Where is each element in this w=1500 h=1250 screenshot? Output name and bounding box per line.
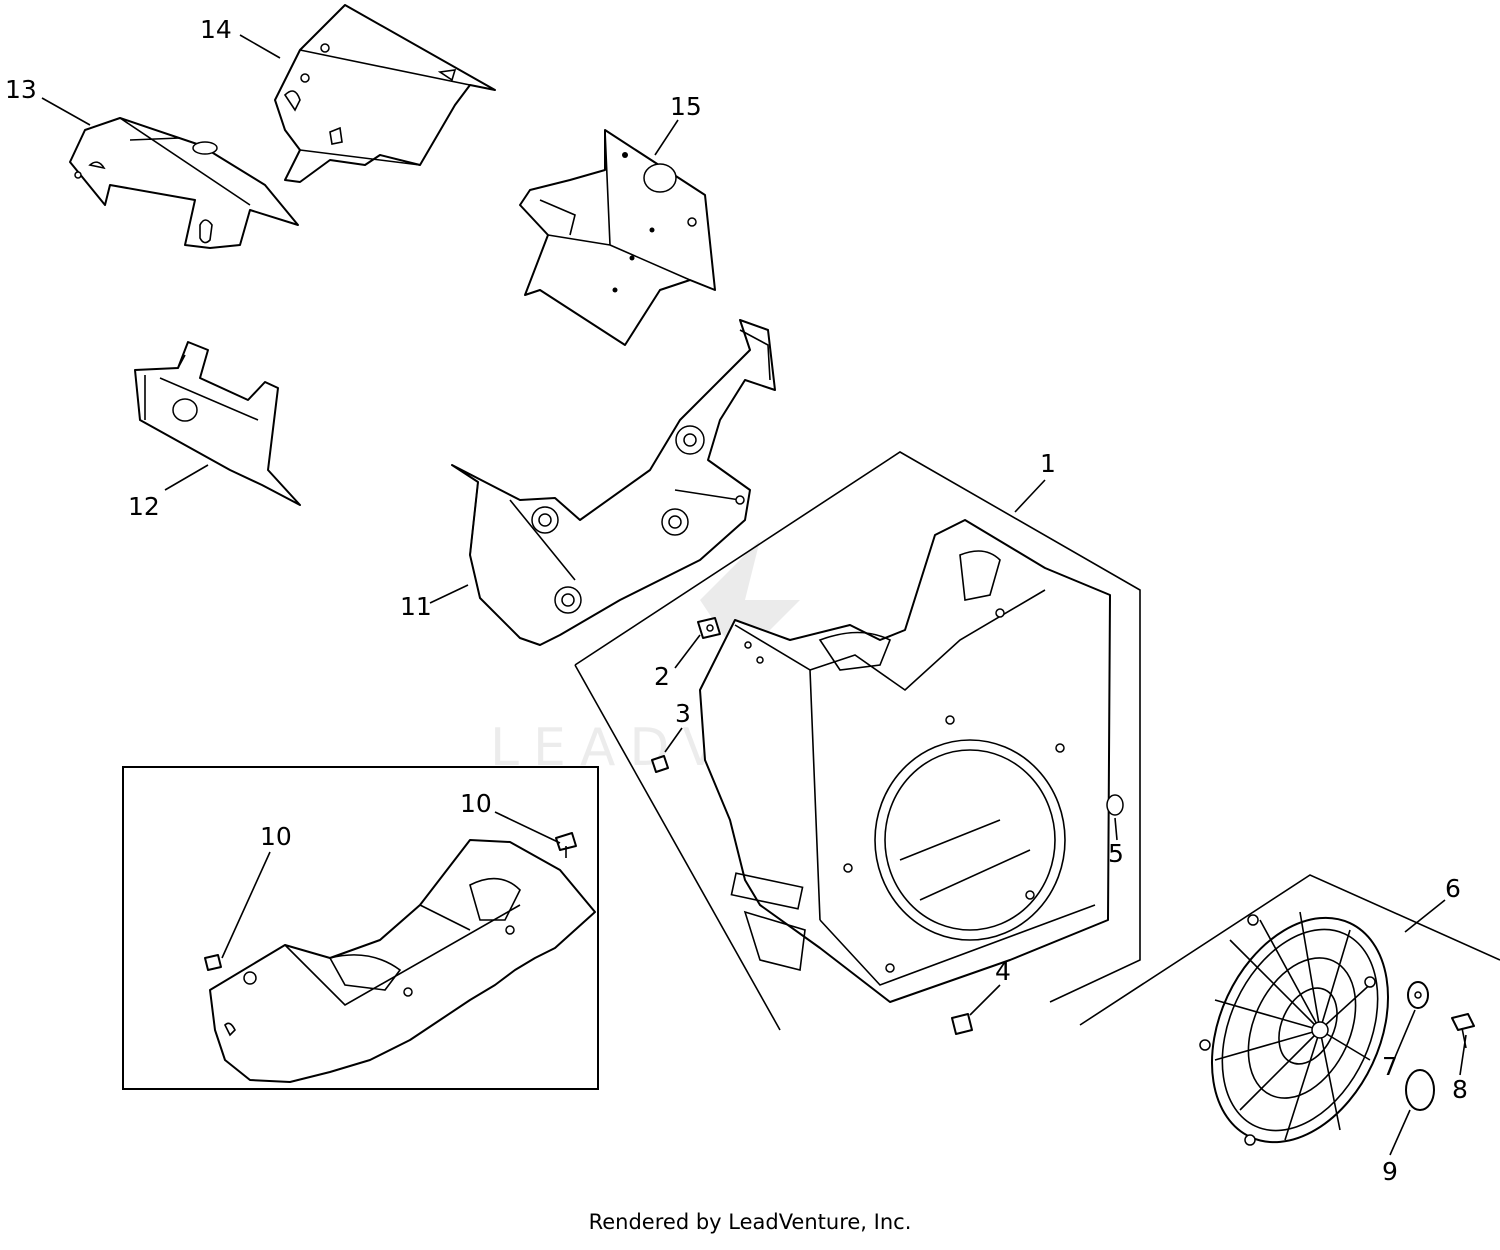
callout-15: 15 [670, 92, 702, 121]
footer-credit: Rendered by LeadVenture, Inc. [588, 1210, 912, 1234]
part-6-fan-guard [1079, 874, 1500, 1146]
part-7-washer [1407, 981, 1429, 1009]
part-3-screw [651, 755, 669, 773]
callout-6: 6 [1445, 874, 1461, 903]
part-2-clip [697, 617, 721, 639]
inset-detail-box [122, 766, 599, 1090]
callout-7: 7 [1382, 1052, 1398, 1081]
part-12-bracket [134, 341, 301, 506]
callout-1: 1 [1040, 449, 1056, 478]
part-15-shroud-panel [519, 129, 716, 346]
callout-5: 5 [1108, 839, 1124, 868]
callout-14: 14 [200, 15, 232, 44]
leader-lines [41, 34, 1467, 1156]
callout-9: 9 [1382, 1157, 1398, 1186]
callout-11: 11 [400, 592, 432, 621]
callout-3: 3 [675, 699, 691, 728]
callout-13: 13 [5, 75, 37, 104]
callout-10-upper: 10 [460, 789, 492, 818]
callout-labels: 14 13 15 12 11 1 2 3 5 4 6 7 8 9 10 10 [5, 15, 1468, 1186]
part-8-screw [1451, 1013, 1475, 1049]
part-1-blower-housing [574, 451, 1141, 1031]
part-11-lower-baffle [451, 319, 776, 646]
callout-2: 2 [654, 662, 670, 691]
callout-12: 12 [128, 492, 160, 521]
part-9-decal [1405, 1069, 1435, 1111]
part-14-baffle [274, 4, 496, 183]
part-13-bracket [69, 117, 299, 249]
callout-8: 8 [1452, 1075, 1468, 1104]
callout-4: 4 [995, 957, 1011, 986]
part-4-nut [951, 1013, 973, 1035]
watermark-logo [700, 540, 800, 660]
part-5-plug [1106, 794, 1124, 816]
callout-10-lower: 10 [260, 822, 292, 851]
